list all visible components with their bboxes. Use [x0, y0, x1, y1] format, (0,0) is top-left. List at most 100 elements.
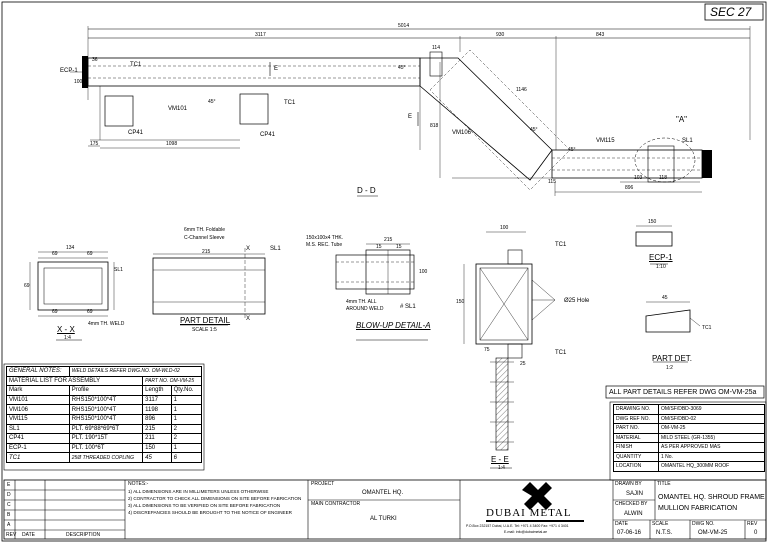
general-notes-row: GENERAL NOTES: WELD DETAILS REFER DWG.NO…	[6, 366, 203, 377]
info-key: FINISH	[613, 442, 659, 453]
view-scale-xx: 1:4	[64, 335, 71, 341]
header-profile: Profile	[68, 385, 144, 396]
material-list-part-no: PART NO. OM-VM-25	[142, 375, 202, 387]
cell-profile: 25Ø THREADED COPLING	[68, 452, 144, 463]
sheet-ref-label: SEC 27	[710, 5, 752, 19]
cell-profile: RHS150*100*4T	[68, 413, 144, 425]
info-value: OM/SF/DBD-3069	[658, 404, 765, 415]
info-key: DRAWING NO.	[613, 404, 659, 415]
dim-118: 118	[659, 175, 667, 181]
material-header-row: Mark Profile Length Qty.No.	[6, 385, 203, 396]
rev-letter: D	[7, 492, 11, 498]
general-notes-text: WELD DETAILS REFER DWG.NO. OM-WLD-02	[68, 366, 203, 377]
rev-header-date: DATE	[22, 532, 35, 538]
rev-letter: E	[7, 482, 11, 488]
note-line: 3) ALL DIMENSIONS TO BE VERIFIED ON SITE…	[128, 503, 281, 508]
cell-qty: 1	[170, 404, 203, 415]
header-mark: Mark	[6, 385, 70, 396]
view-title-ee: E - E	[491, 455, 509, 464]
bu-dim-15a: 15	[376, 244, 382, 250]
view-scale-part-detail: SCALE 1:5	[192, 327, 217, 333]
pd-label-x-top: X	[246, 246, 251, 252]
xx-dim-134: 134	[66, 245, 75, 251]
pdet-label-tc1: TC1	[702, 325, 712, 331]
xx-dim-69c: 69	[52, 309, 58, 315]
company-address: P.O.Box 232157 Dubai, U.A.E. Tel: +971 4…	[466, 524, 569, 528]
ee-dim-75: 75	[484, 347, 490, 353]
info-value: 1 No.	[658, 451, 765, 462]
xx-dim-69a: 69	[52, 251, 58, 257]
cell-qty: 1	[170, 442, 203, 454]
cell-qty: 2	[170, 423, 203, 435]
cell-profile: PLT. 190*15T	[68, 433, 144, 444]
cell-length: 3117	[142, 394, 172, 406]
view-title-dd: D - D	[357, 186, 376, 195]
company-email: E-mail: info@dubaimetal.ae	[504, 530, 548, 534]
refer-note: ALL PART DETAILS REFER DWG OM-VM-25a	[609, 389, 757, 396]
label-tc1-a: TC1	[130, 62, 142, 68]
info-row: DRAWING NO.OM/SF/DBD-3069	[613, 404, 765, 415]
dim-103: 103	[634, 175, 643, 181]
title-line-1: OMANTEL HQ. SHROUD FRAME	[658, 494, 765, 501]
company-name: DUBAI METAL	[486, 507, 572, 519]
cell-mark: VM106	[6, 404, 70, 415]
pd-label-sl1: SL1	[270, 246, 281, 252]
dim-896: 896	[625, 185, 634, 191]
table-row: CP41 PLT. 190*15T 211 2	[6, 433, 203, 444]
cell-qty: 1	[170, 413, 203, 425]
info-key: MATERIAL	[613, 432, 659, 443]
cell-length: 211	[142, 433, 172, 444]
date-label: DATE	[615, 521, 628, 527]
dwg-value: OM-VM-25	[698, 530, 728, 536]
scale-value: N.T.S.	[656, 530, 673, 536]
info-key: DWG REF NO.	[613, 413, 659, 424]
bu-label-tube1: 150x100x4 THK.	[306, 235, 344, 241]
table-row: VM106 RHS150*100*4T 1198 1	[6, 404, 203, 415]
title-label: TITLE	[657, 481, 671, 487]
pd-dim-215: 215	[202, 249, 211, 255]
view-scale-ecp: 1:10	[656, 264, 666, 270]
company-logo	[522, 482, 552, 510]
note-line: 2) CONTRACTOR TO CHECK ALL DIMENSIONS ON…	[128, 496, 302, 501]
info-row: DWG REF NO.OM/SF/DBD-02	[613, 413, 765, 424]
table-row: VM115 RHS150*100*4T 896 1	[6, 413, 203, 425]
info-key: LOCATION	[613, 461, 659, 472]
cell-length: 896	[142, 413, 172, 425]
label-vm115: VM115	[596, 138, 615, 144]
dim-818: 818	[430, 123, 439, 129]
project-value: OMANTEL HQ.	[362, 490, 404, 496]
cell-mark: TC1	[6, 452, 70, 463]
cell-mark: SL1	[6, 423, 70, 435]
label-e-b: E	[408, 114, 413, 120]
ee-dim-100: 100	[500, 225, 509, 231]
angle-1: 45°	[208, 99, 216, 105]
material-list-table: GENERAL NOTES: WELD DETAILS REFER DWG.NO…	[5, 366, 203, 463]
cell-length: 45	[142, 452, 172, 463]
table-row: TC1 25Ø THREADED COPLING 45 6	[6, 452, 203, 463]
info-key: QUANTITY	[613, 451, 659, 462]
cell-qty: 6	[170, 452, 203, 463]
info-value: AS PER APPROVED MAS	[658, 442, 765, 453]
drawing-info-table: DRAWING NO.OM/SF/DBD-3069 DWG REF NO.OM/…	[613, 404, 765, 472]
dim-100: 100	[74, 79, 83, 85]
notes-label: NOTES:-	[128, 481, 149, 487]
cell-mark: VM101	[6, 394, 70, 406]
label-vm101: VM101	[168, 106, 188, 112]
dim-diag-horiz: 930	[496, 32, 505, 38]
dim-1146: 1146	[516, 87, 527, 93]
general-notes-label: GENERAL NOTES:	[6, 366, 70, 377]
pd-label-sleeve: C-Channel Sleeve	[184, 235, 225, 241]
header-qty: Qty.No.	[170, 385, 203, 396]
bu-label-weld2: AROUND WELD	[346, 306, 384, 312]
label-detail-a: "A"	[676, 115, 688, 124]
bu-label-tube2: M.S. REC. Tube	[306, 242, 343, 248]
info-value: OM-VM-25	[658, 423, 765, 434]
rev-header-rev: REV	[6, 532, 17, 538]
label-vm106: VM106	[452, 130, 472, 136]
bu-dim-15b: 15	[396, 244, 402, 250]
info-value: OM/SF/DBD-02	[658, 413, 765, 424]
